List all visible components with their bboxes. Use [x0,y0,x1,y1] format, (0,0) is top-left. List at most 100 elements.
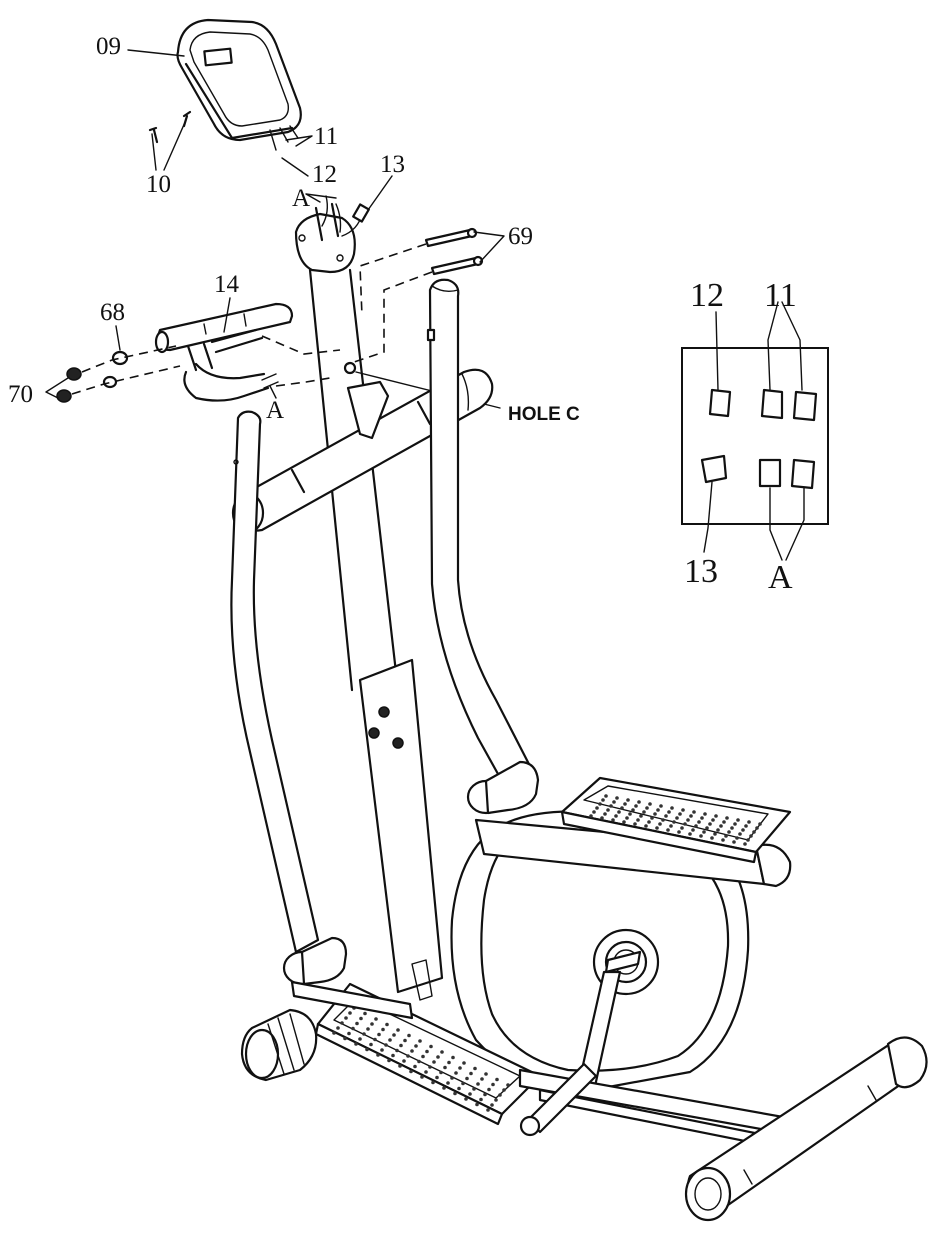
pedal-perforation [592,810,596,814]
pedal-perforation [483,1092,487,1097]
pedal-perforation [443,1065,447,1070]
front-leveler-part [240,1008,318,1082]
pedal-perforation [409,1069,413,1074]
pedal-perforation [451,1055,455,1060]
part-labels: 09 10 11 12 13 A 69 14 68 70 A HOLE C [8,33,580,425]
pedal-perforation [675,816,679,820]
pedal-perforation [736,818,740,822]
pedal-perforation [749,834,753,838]
pedal-perforation [442,1086,446,1090]
pedal-perforation [637,800,641,804]
pedal-perforation [738,832,742,836]
pedal-perforation [625,816,629,820]
pedal-perforation [362,1032,366,1036]
pedal-perforation [722,820,726,824]
pedal-perforation [609,804,613,808]
pedal-perforation [369,1042,373,1047]
pedal-perforation [644,824,648,828]
pedal-perforation [691,828,695,832]
pedal-perforation [741,828,745,832]
pedal-perforation [453,1091,457,1096]
pedal-perforation [680,826,684,830]
pedal-perforation [506,1083,510,1087]
label-12: 12 [312,161,337,188]
pedal-perforation [413,1064,417,1069]
pedal-perforation [421,1054,425,1059]
pedal-perforation [611,818,615,822]
pedal-perforation [730,826,734,830]
pedal-perforation [724,834,728,838]
pedal-perforation [336,1026,340,1030]
pedal-perforation [354,1042,358,1046]
pedal-perforation [359,1016,363,1021]
pedal-perforation [380,1048,384,1052]
pedal-perforation [755,826,759,830]
pedal-perforation [653,812,657,816]
pedal-perforation [708,822,712,826]
pedal-perforation [373,1037,377,1042]
pedal-perforation [700,816,704,820]
pedal-perforation [384,1043,388,1047]
pedal-perforation [420,1075,424,1079]
pedal-perforation [702,830,706,834]
label-14: 14 [214,271,240,298]
pedal-perforation [355,1021,359,1026]
pedal-perforation [446,1081,450,1085]
pedal-perforation [391,1053,395,1058]
label-09: 09 [96,33,121,60]
pedal-perforation [747,820,751,824]
inset-label-11: 11 [764,277,797,314]
pedal-perforation [432,1060,436,1064]
pedal-perforation [725,816,729,820]
left-swing-arm-part [230,410,348,986]
pedal-perforation [733,822,737,826]
pedal-perforation [735,836,739,840]
pedal-perforation [468,1092,472,1096]
pedal-perforation [370,1022,374,1026]
pedal-perforation [716,828,720,832]
pedal-perforation [395,1048,399,1053]
pedal-perforation [429,1044,433,1049]
pedal-perforation [743,842,747,846]
pedal-perforation [479,1097,483,1102]
pedal-perforation [495,1077,499,1082]
pedal-perforation [658,822,662,826]
base-rails-part [290,980,802,1152]
label-68: 68 [100,299,125,326]
pedal-perforation [666,828,670,832]
pedal-perforation [645,806,649,810]
pedal-perforation [601,798,605,802]
pedal-perforation [639,814,643,818]
wire-connection-inset: 12 11 13 A [681,277,829,596]
pedal-perforation [633,822,637,826]
right-pedal-part [560,776,792,864]
pedal-perforation [410,1049,414,1053]
inset-label-12: 12 [690,277,724,314]
pedal-perforation [387,1058,391,1063]
pedal-perforation [689,814,693,818]
main-mast-part [358,658,444,1001]
pedal-perforation [606,808,610,812]
pedal-perforation [418,1039,422,1043]
pedal-perforation [655,826,659,830]
pedal-perforation [457,1086,461,1091]
pedal-perforation [343,1036,347,1041]
pedal-perforation [435,1075,439,1080]
rear-stabilizer-part [684,1036,928,1222]
pedal-perforation [439,1070,443,1075]
pedal-perforation [363,1011,367,1016]
flywheel-housing-part [450,810,792,1102]
pedal-perforation [450,1076,454,1080]
pedal-perforation [424,1070,428,1074]
pedal-perforation [617,810,621,814]
pedal-perforation [746,838,750,842]
pedal-perforation [381,1027,385,1032]
pedal-perforation [686,818,690,822]
pedal-perforation [454,1071,458,1075]
pedal-perforation [595,806,599,810]
pedal-perforation [376,1053,380,1057]
pedal-perforation [681,808,685,812]
pedal-perforation [656,808,660,812]
pedal-perforation [399,1043,403,1048]
label-a-top: A [292,185,310,212]
